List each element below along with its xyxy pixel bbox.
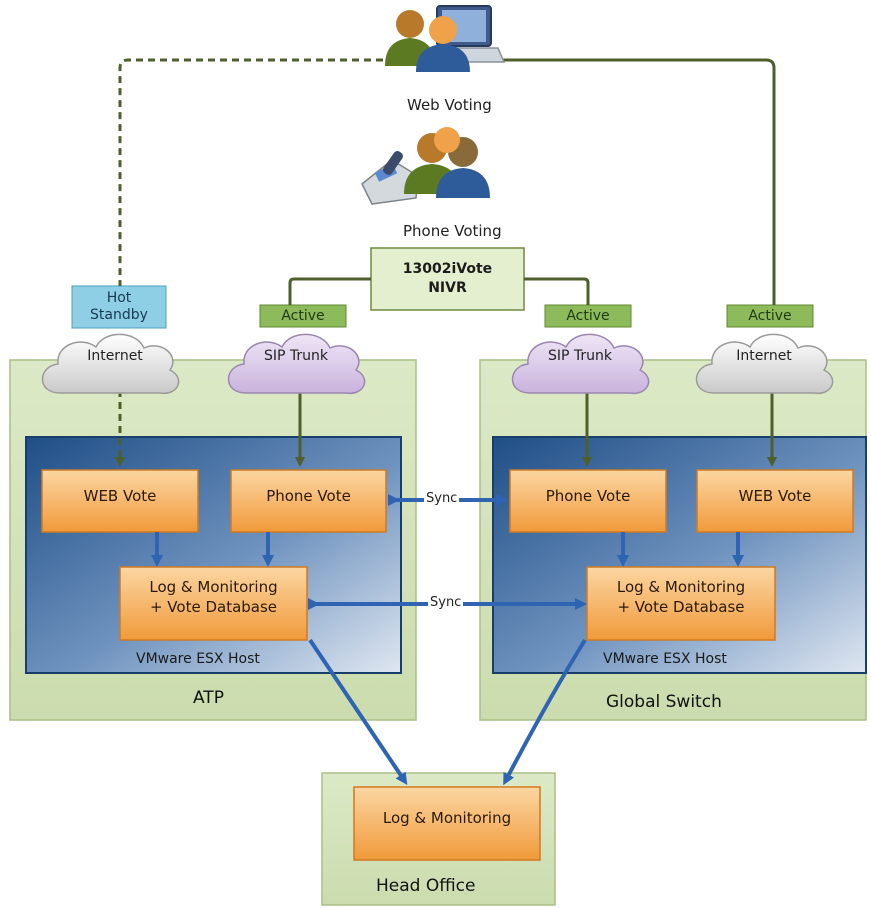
gs-internet-label: Internet — [736, 348, 792, 364]
ivr-to-gs-sip-line — [524, 277, 590, 305]
active-label-gs-internet: Active — [748, 308, 792, 324]
web-voting-to-hot-standby-line — [118, 58, 383, 286]
ivr-number: 13002iVote — [402, 261, 493, 278]
atp-database-box — [119, 566, 308, 641]
atp-web-vote-label: WEB Vote — [83, 486, 157, 505]
hot-standby-label: Hot Standby — [72, 286, 166, 328]
atp-site-name: ATP — [193, 688, 224, 708]
gs-web-vote-label: WEB Vote — [738, 486, 812, 505]
gs-sip-trunk-label: SIP Trunk — [547, 348, 612, 364]
gs-database-label: Log & Monitoring + Vote Database — [587, 567, 775, 627]
phone-vote-sync-label: Sync — [424, 491, 460, 506]
ivr-to-atp-sip-line — [288, 277, 371, 305]
web-voting-to-gs-internet-line — [500, 58, 776, 305]
phone-voters-icon — [404, 127, 490, 198]
active-tag-atp-sip — [259, 304, 347, 328]
database-sync-label: Sync — [428, 595, 464, 610]
web-voters-icon — [385, 10, 470, 72]
atp-db-to-head-office-arrow — [308, 638, 408, 785]
internet-cloud-icon-atp — [41, 333, 180, 394]
atp-phone-vote-label: Phone Vote — [266, 486, 351, 505]
atp-web-vote-box — [41, 469, 199, 533]
ivr-box — [370, 247, 525, 311]
ivr-name: NIVR — [428, 280, 467, 296]
sip-trunk-cloud-icon-gs — [511, 333, 650, 394]
gs-db-to-head-office-arrow — [503, 638, 587, 786]
atp-database-line1: Log & Monitoring — [149, 577, 278, 596]
web-voting-label: Web Voting — [407, 96, 492, 114]
atp-database-line2: + Vote Database — [149, 598, 278, 616]
head-office-log-box — [353, 786, 541, 861]
active-label-atp-sip: Active — [281, 308, 325, 324]
atp-database-label: Log & Monitoring + Vote Database — [120, 567, 307, 627]
active-tag-gs-internet — [726, 304, 814, 328]
gs-esx-host-label: VMware ESX Host — [603, 651, 727, 667]
head-office-log-label: Log & Monitoring — [382, 808, 512, 827]
atp-esx-host-label: VMware ESX Host — [136, 651, 260, 667]
atp-sip-trunk-label: SIP Trunk — [263, 348, 328, 364]
gs-database-box — [586, 566, 776, 641]
gs-web-vote-box — [696, 469, 854, 533]
gs-phone-vote-box — [509, 469, 667, 533]
ivr-box-text: 13002iVote NIVR — [371, 248, 524, 310]
hot-standby-line1: Hot — [106, 290, 132, 307]
gs-database-line1: Log & Monitoring — [616, 577, 746, 596]
phone-voting-label: Phone Voting — [403, 222, 502, 240]
sip-trunk-cloud-icon-atp — [227, 333, 366, 394]
hot-standby-line2: Standby — [90, 307, 148, 323]
internet-cloud-icon-gs — [695, 333, 834, 394]
atp-phone-vote-box — [230, 469, 387, 533]
atp-internet-label: Internet — [87, 348, 143, 364]
gs-site-name: Global Switch — [606, 692, 722, 712]
gs-database-line2: + Vote Database — [617, 598, 745, 616]
gs-phone-vote-label: Phone Vote — [545, 486, 631, 505]
head-office-name: Head Office — [376, 876, 476, 896]
active-label-gs-sip: Active — [566, 308, 610, 324]
